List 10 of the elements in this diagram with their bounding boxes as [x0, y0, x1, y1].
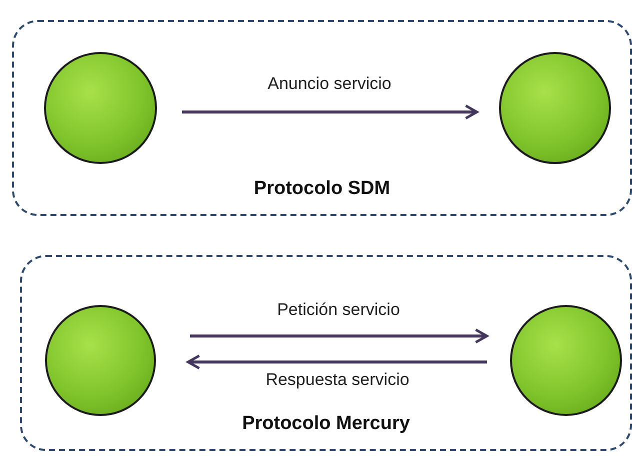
arrow	[182, 104, 478, 120]
arrow	[186, 354, 487, 370]
edge-label: Petición servicio	[277, 300, 400, 320]
dashed-group-box	[20, 255, 632, 451]
group-title: Protocolo SDM	[252, 178, 392, 200]
arrow	[190, 328, 488, 344]
edge-label: Respuesta servicio	[266, 370, 410, 390]
group-title: Protocolo Mercury	[241, 413, 411, 435]
edge-label: Anuncio servicio	[268, 74, 392, 94]
dashed-group-box	[12, 20, 632, 216]
